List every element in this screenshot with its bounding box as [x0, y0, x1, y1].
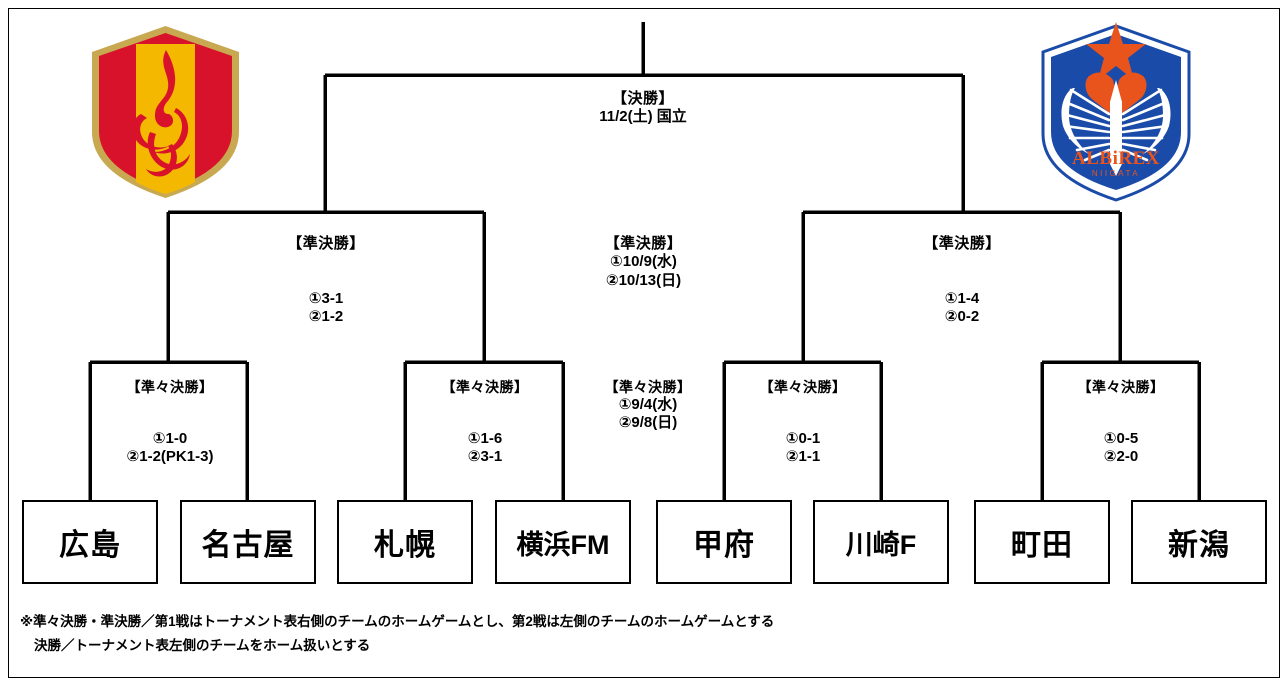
svg-text:NIIGATA: NIIGATA — [1092, 169, 1140, 178]
quarterfinal-1-leg1: ①1-0 — [152, 430, 188, 447]
team-box-hiroshima[interactable]: 広島 — [22, 500, 158, 584]
quarterfinal-1-leg2: ②1-2(PK1-3) — [126, 448, 214, 466]
quarterfinal-3-leg2: ②1-1 — [785, 448, 821, 466]
semifinal-left-scores: ①3-1 ②1-2 — [236, 290, 416, 327]
footnote-line-1: ※準々決勝・準決勝／第1戦はトーナメント表右側のチームのホームゲームとし、第2戦… — [20, 614, 775, 629]
footnote-block: ※準々決勝・準決勝／第1戦はトーナメント表右側のチームのホームゲームとし、第2戦… — [20, 610, 774, 657]
albirex-niigata-crest: ALBiREX NIIGATA — [1041, 22, 1191, 202]
semifinal-left-title: 【準決勝】 — [287, 235, 365, 252]
semifinal-schedule-leg2: ②10/13(日) — [605, 271, 682, 289]
quarterfinal-2-leg1: ①1-6 — [467, 430, 503, 447]
team-box-kawasaki-f[interactable]: 川崎F — [813, 500, 949, 584]
team-box-niigata[interactable]: 新潟 — [1131, 500, 1267, 584]
quarterfinal-schedule-label: 【準々決勝】 ①9/4(水) ②9/8(日) — [578, 379, 718, 433]
team-name-label: 名古屋 — [201, 529, 295, 562]
quarterfinal-1-title-block: 【準々決勝】 — [95, 379, 245, 396]
quarterfinal-3-title-block: 【準々決勝】 — [728, 379, 878, 396]
quarterfinal-schedule-leg2: ②9/8(日) — [618, 414, 678, 432]
quarterfinal-3-scores: ①0-1 ②1-1 — [728, 430, 878, 467]
semifinal-right-leg2: ②0-2 — [944, 308, 980, 326]
page-border — [8, 8, 1280, 678]
semifinal-schedule-leg1: ①10/9(水) — [610, 253, 677, 271]
team-box-nagoya[interactable]: 名古屋 — [180, 500, 316, 584]
semifinal-left-title-block: 【準決勝】 — [236, 235, 416, 253]
semifinal-right-title-block: 【準決勝】 — [872, 235, 1052, 253]
semifinal-left-leg1: ①3-1 — [308, 290, 344, 307]
quarterfinal-4-leg1: ①0-5 — [1103, 430, 1139, 447]
nagoya-grampus-crest — [92, 26, 239, 198]
quarterfinal-4-scores: ①0-5 ②2-0 — [1046, 430, 1196, 467]
team-box-kofu[interactable]: 甲府 — [656, 500, 792, 584]
team-name-label: 新潟 — [1168, 529, 1230, 562]
svg-text:ALBiREX: ALBiREX — [1072, 148, 1160, 169]
final-label: 【決勝】 11/2(土) 国立 — [543, 90, 743, 127]
final-detail: 11/2(土) 国立 — [599, 108, 687, 126]
quarterfinal-1-title: 【準々決勝】 — [126, 379, 214, 395]
team-box-yokohama-fm[interactable]: 横浜FM — [495, 500, 631, 584]
quarterfinal-schedule-leg1: ①9/4(水) — [618, 396, 678, 414]
team-name-label: 町田 — [1011, 529, 1073, 562]
quarterfinal-2-title-block: 【準々決勝】 — [410, 379, 560, 396]
quarterfinal-3-title: 【準々決勝】 — [759, 379, 847, 395]
quarterfinal-2-leg2: ②3-1 — [467, 448, 503, 466]
quarterfinal-2-scores: ①1-6 ②3-1 — [410, 430, 560, 467]
quarterfinal-1-scores: ①1-0 ②1-2(PK1-3) — [95, 430, 245, 467]
semifinal-left-leg2: ②1-2 — [308, 308, 344, 326]
team-name-label: 横浜FM — [516, 529, 610, 560]
quarterfinal-3-leg1: ①0-1 — [785, 430, 821, 447]
semifinal-right-scores: ①1-4 ②0-2 — [872, 290, 1052, 327]
team-name-label: 甲府 — [693, 529, 755, 562]
quarterfinal-2-title: 【準々決勝】 — [441, 379, 529, 395]
team-box-sapporo[interactable]: 札幌 — [337, 500, 473, 584]
quarterfinal-4-title-block: 【準々決勝】 — [1046, 379, 1196, 396]
team-name-label: 札幌 — [374, 529, 436, 562]
semifinal-right-leg1: ①1-4 — [944, 290, 980, 307]
quarterfinal-4-leg2: ②2-0 — [1103, 448, 1139, 466]
quarterfinal-4-title: 【準々決勝】 — [1077, 379, 1165, 395]
footnote-line-2: 決勝／トーナメント表左側のチームをホーム扱いとする — [34, 637, 371, 653]
team-name-label: 広島 — [59, 529, 121, 562]
semifinal-right-title: 【準決勝】 — [923, 235, 1001, 252]
semifinal-schedule-title: 【準決勝】 — [604, 235, 683, 252]
semifinal-schedule-label: 【準決勝】 ①10/9(水) ②10/13(日) — [546, 235, 741, 290]
team-box-machida[interactable]: 町田 — [974, 500, 1110, 584]
team-name-label: 川崎F — [845, 529, 917, 560]
final-title: 【決勝】 — [611, 90, 674, 107]
quarterfinal-schedule-title: 【準々決勝】 — [604, 379, 692, 395]
